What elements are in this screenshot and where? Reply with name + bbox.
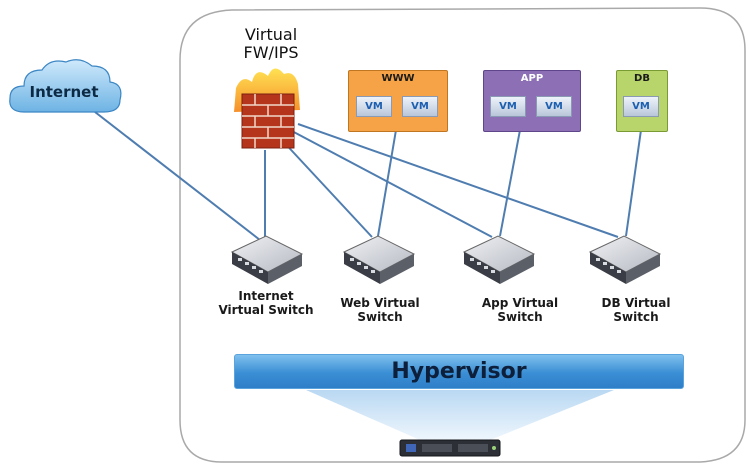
app-switch-label: App Virtual Switch <box>465 296 575 325</box>
web-switch-label-line1: Web Virtual <box>340 296 420 310</box>
vm-box: VM <box>536 96 572 117</box>
db-switch-label: DB Virtual Switch <box>586 296 686 325</box>
firewall-label-line1: Virtual <box>244 25 298 44</box>
app-switch-icon <box>462 235 536 284</box>
link-fw-to-db-switch <box>297 123 619 238</box>
web-switch-icon <box>342 235 416 284</box>
vm-group-title: APP <box>520 73 544 84</box>
vm-group-title: DB <box>634 73 650 84</box>
link-fw-to-web-switch <box>279 137 373 238</box>
link-www-to-web-switch <box>377 129 397 237</box>
connection-lines <box>94 111 642 241</box>
vm-box: VM <box>623 96 659 117</box>
link-db-to-db-switch <box>625 129 642 237</box>
web-switch-label-line2: Switch <box>357 309 403 324</box>
vm-box: VM <box>490 96 526 117</box>
hypervisor-bar: Hypervisor <box>234 354 684 389</box>
firewall-icon <box>234 68 300 149</box>
vm-box: VM <box>402 96 438 117</box>
vm-box: VM <box>356 96 392 117</box>
internet-switch-label-line2: Virtual Switch <box>218 302 314 317</box>
firewall-label-line2: FW/IPS <box>243 43 299 63</box>
db-switch-label-line2: Switch <box>613 309 659 324</box>
db-switch-label-line1: DB Virtual <box>601 296 671 310</box>
web-switch-label: Web Virtual Switch <box>325 296 435 325</box>
link-fw-to-app-switch <box>289 129 493 238</box>
internet-switch-icon <box>230 235 304 284</box>
db-switch-icon <box>588 235 662 284</box>
physical-server-icon <box>399 439 501 457</box>
link-internet-to-internet-switch <box>94 111 261 241</box>
internet-switch-label: Internet Virtual Switch <box>206 289 326 318</box>
hypervisor-beam <box>306 390 614 440</box>
vm-group-db: DB VM <box>616 70 668 132</box>
firewall-label: Virtual FW/IPS <box>216 25 326 63</box>
vm-group-www: WWW VM VM <box>348 70 448 132</box>
vm-group-app: APP VM VM <box>483 70 581 132</box>
virtual-environment-container <box>179 7 746 463</box>
internet-cloud-label: Internet <box>29 83 99 101</box>
internet-switch-label-line1: Internet <box>238 289 294 303</box>
link-app-to-app-switch <box>499 129 521 237</box>
internet-cloud-icon <box>9 59 122 113</box>
vm-group-title: WWW <box>381 73 415 84</box>
app-switch-label-line2: Switch <box>497 309 543 324</box>
app-switch-label-line1: App Virtual <box>481 296 559 310</box>
